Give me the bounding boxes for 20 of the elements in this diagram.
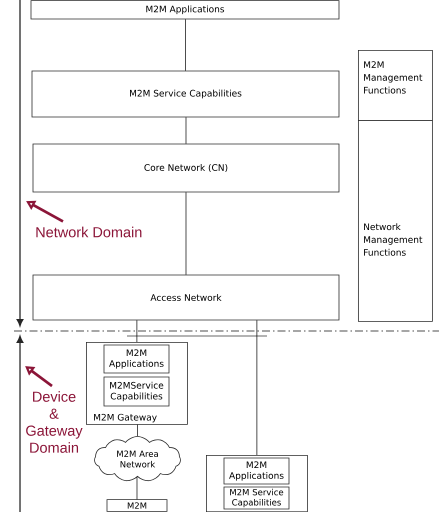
connector-line bbox=[136, 320, 138, 342]
layer-box: Core Network (CN) bbox=[32, 144, 340, 192]
device-box bbox=[206, 455, 308, 512]
module-box: M2M Applications bbox=[224, 458, 290, 484]
layer-box: Access Network bbox=[32, 274, 340, 320]
layer-box: M2M Service Capabilities bbox=[32, 70, 340, 118]
connector-line bbox=[137, 424, 138, 436]
function-box: Network Management Functions bbox=[358, 120, 433, 322]
network-cloud: M2M Area Network bbox=[94, 436, 181, 482]
connector-line bbox=[256, 320, 258, 456]
module-box: M2M Service Capabilities bbox=[224, 486, 290, 510]
domain-label: Network Domain bbox=[36, 226, 142, 238]
connector-line bbox=[136, 476, 138, 500]
connector-line bbox=[185, 19, 186, 71]
module-box: M2M Applications bbox=[104, 344, 170, 374]
domain-label: Device & Gateway Domain bbox=[26, 391, 83, 453]
function-box: M2M Management Functions bbox=[358, 50, 433, 121]
module-box: M2MService Capabilities bbox=[104, 376, 170, 406]
module-box: M2M bbox=[106, 499, 168, 512]
layer-box: M2M Applications bbox=[30, 0, 340, 20]
